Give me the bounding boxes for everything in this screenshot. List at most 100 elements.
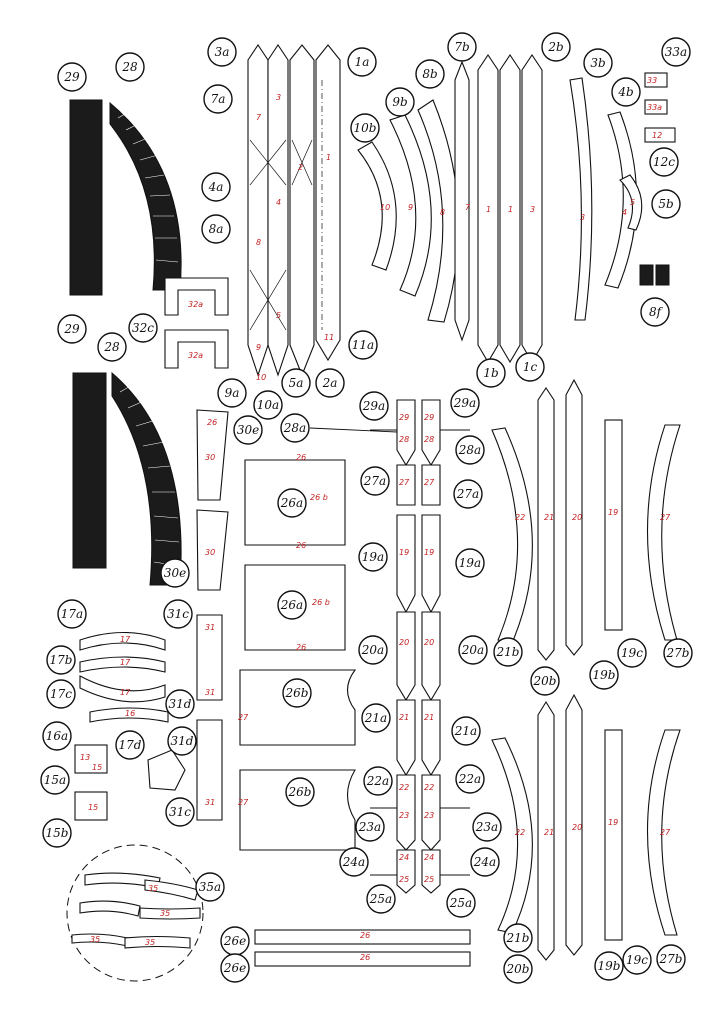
mark-1-r2: 1 <box>508 205 513 214</box>
label-26b-top: 26b <box>282 678 312 708</box>
svg-text:17c: 17c <box>50 687 72 701</box>
part-15a <box>74 744 108 774</box>
svg-text:5a: 5a <box>289 376 304 390</box>
part-16a <box>89 707 169 723</box>
mark-22-c1: 22 <box>399 783 409 792</box>
part-35-seg4 <box>139 907 201 920</box>
svg-text:28a: 28a <box>458 443 481 457</box>
mark-21-arc2: 21 <box>544 828 554 837</box>
mark-31-l2: 31 <box>205 688 215 697</box>
svg-text:20b: 20b <box>506 962 530 976</box>
label-30e-mid: 30e <box>160 558 190 588</box>
label-21a-r: 21a <box>451 716 481 746</box>
label-20a-l: 20a <box>358 635 388 665</box>
label-30e-top: 30e <box>233 415 263 445</box>
mark-15b: 15 <box>88 803 98 812</box>
part-20b-strip-bot <box>537 700 555 961</box>
part-32-u-shapes <box>164 277 229 369</box>
svg-text:8f: 8f <box>649 305 664 319</box>
mark-35-3: 35 <box>90 935 100 944</box>
mark-9-arc: 9 <box>408 203 413 212</box>
label-20a-r: 20a <box>458 635 488 665</box>
part-17c <box>79 675 166 703</box>
label-31c-bot: 31c <box>165 797 195 827</box>
part-26e-strip-top <box>254 929 471 945</box>
part-4b-arc <box>604 111 638 289</box>
mark-27-arc2: 27 <box>660 828 671 837</box>
svg-text:19b: 19b <box>598 959 621 973</box>
svg-text:8a: 8a <box>209 222 224 236</box>
mark-7-r: 7 <box>465 203 471 212</box>
svg-text:26a: 26a <box>280 598 303 612</box>
mark-27-c2: 27 <box>424 478 435 487</box>
mark-26b-2: 26 b <box>312 598 330 607</box>
svg-text:19b: 19b <box>593 668 616 682</box>
mark-27-arc: 27 <box>660 513 671 522</box>
svg-text:27a: 27a <box>456 487 479 501</box>
label-28a-r: 28a <box>455 435 485 465</box>
label-17c: 17c <box>46 679 76 709</box>
strip-7b <box>454 60 470 342</box>
svg-text:31d: 31d <box>171 734 194 748</box>
part-17d <box>147 749 186 791</box>
mark-2: 2 <box>298 163 303 172</box>
svg-text:29: 29 <box>63 70 80 84</box>
label-26a-mid: 26a <box>277 590 307 620</box>
label-20b-bot: 20b <box>503 954 533 984</box>
mark-17-b: 17 <box>120 658 131 667</box>
svg-text:2a: 2a <box>322 376 338 390</box>
label-24a-r: 24a <box>470 847 500 877</box>
mark-20-arc: 20 <box>572 513 582 522</box>
label-19a-l: 19a <box>358 542 388 572</box>
svg-text:16a: 16a <box>46 729 68 743</box>
svg-text:31d: 31d <box>169 697 192 711</box>
mark-35-4: 35 <box>145 938 155 947</box>
part-5b-arc <box>619 174 643 231</box>
label-7b: 7b <box>447 32 477 62</box>
svg-text:17b: 17b <box>50 653 73 667</box>
part-29-mid <box>72 372 107 569</box>
part-17a <box>79 631 166 651</box>
mark-30-l2: 30 <box>205 548 215 557</box>
label-31c-top: 31c <box>163 599 193 629</box>
part-35-seg3 <box>79 900 141 917</box>
part-28-mid <box>111 371 182 586</box>
label-2a: 2a <box>315 368 345 398</box>
svg-text:31c: 31c <box>167 607 189 621</box>
svg-text:28a: 28a <box>283 421 306 435</box>
mark-11: 11 <box>324 333 334 342</box>
mark-20-arc2: 20 <box>572 823 582 832</box>
label-1c: 1c <box>515 352 545 382</box>
svg-text:3b: 3b <box>590 56 605 70</box>
label-27a-r: 27a <box>453 479 483 509</box>
mark-20-c1: 20 <box>399 638 409 647</box>
mark-22-c2: 22 <box>424 783 434 792</box>
label-24a-l: 24a <box>339 847 369 877</box>
label-28a-left: 28a <box>280 413 310 443</box>
svg-text:29: 29 <box>63 322 80 336</box>
label-29-mid: 29 <box>57 314 87 344</box>
mark-13: 13 <box>80 753 90 762</box>
mark-8: 8 <box>256 238 261 247</box>
svg-text:21a: 21a <box>454 724 477 738</box>
mark-22-arc: 22 <box>515 513 525 522</box>
mark-15a: 15 <box>92 763 102 772</box>
mark-16: 16 <box>125 709 135 718</box>
label-17d: 17d <box>115 730 145 760</box>
label-3b: 3b <box>583 48 613 78</box>
svg-text:19c: 19c <box>626 953 648 967</box>
svg-text:29a: 29a <box>362 399 385 413</box>
svg-text:31c: 31c <box>169 805 191 819</box>
mark-29-c2: 29 <box>424 413 434 422</box>
part-12c-box <box>644 127 676 143</box>
svg-text:26e: 26e <box>223 961 246 975</box>
svg-text:15b: 15b <box>46 826 69 840</box>
part-3b-arc <box>569 77 593 321</box>
mark-27-c1: 27 <box>399 478 410 487</box>
mark-20-c2: 20 <box>424 638 434 647</box>
part-19c-strip-top <box>604 419 623 631</box>
label-28-mid: 28 <box>97 332 127 362</box>
part-21b-arc-top <box>491 427 533 644</box>
mark-4-arc: 4 <box>622 208 627 217</box>
svg-text:10a: 10a <box>257 398 279 412</box>
